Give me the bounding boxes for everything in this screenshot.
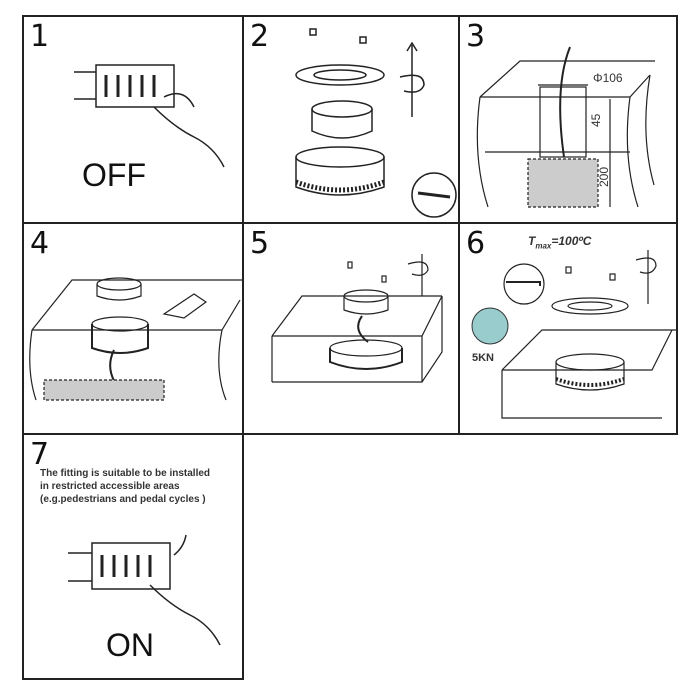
- diameter-dimension: Φ106: [593, 71, 623, 85]
- step-number: 6: [466, 226, 486, 261]
- step-7-panel: 7 The fitting is suitable to be installe…: [22, 433, 244, 680]
- installation-note: The fitting is suitable to be installed …: [40, 468, 211, 505]
- cover-fixing-illustration: [471, 250, 678, 419]
- housing-placement-illustration: [29, 277, 242, 401]
- step-number: 2: [250, 19, 270, 54]
- step-6-panel: 6 Tmax=100ºC 5KN: [458, 222, 678, 435]
- remove-cover-illustration: [295, 28, 457, 218]
- step-number: 4: [30, 226, 50, 261]
- step-1-panel: 1 OFF: [22, 15, 244, 224]
- connection-illustration: [271, 254, 443, 383]
- on-label: ON: [106, 627, 154, 663]
- gravel-dimension: 200: [597, 167, 611, 187]
- breaker-on-illustration: [68, 534, 221, 646]
- step-4-panel: 4: [22, 222, 244, 435]
- off-label: OFF: [82, 157, 146, 193]
- max-temperature-label: Tmax=100ºC: [528, 234, 592, 251]
- breaker-off-illustration: [74, 64, 225, 168]
- step-5-panel: 5: [242, 222, 460, 435]
- depth-dimension: 45: [589, 113, 603, 127]
- load-rating: 5KN: [472, 352, 495, 364]
- step-number: 7: [30, 437, 50, 472]
- step-number: 5: [250, 226, 270, 261]
- load-icon: [471, 307, 509, 345]
- step-3-panel: 3 Φ106 45 200: [458, 15, 678, 224]
- excavation-illustration: Φ106 45 200: [476, 46, 655, 208]
- step-number: 3: [466, 19, 486, 54]
- step-2-panel: 2: [242, 15, 460, 224]
- step-number: 1: [30, 19, 50, 54]
